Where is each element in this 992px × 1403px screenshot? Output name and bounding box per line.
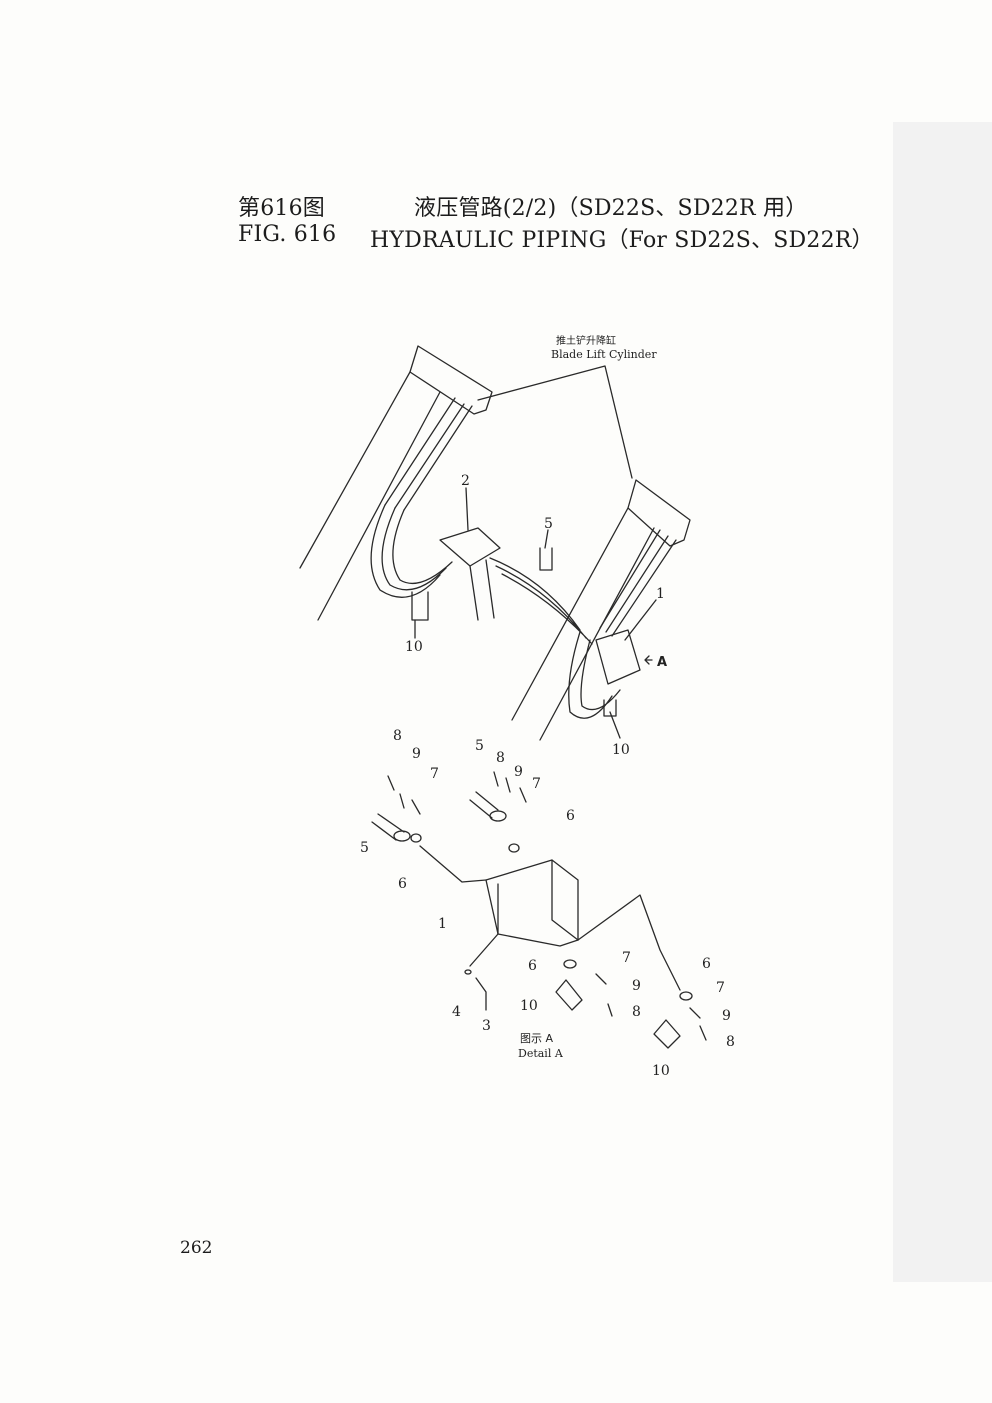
part-label: 7	[716, 980, 725, 996]
left-hose-loop-a	[370, 504, 441, 598]
detail-bolt-3	[475, 977, 487, 1011]
left-cylinder-head	[409, 345, 493, 415]
tee-block-2-pipes-down	[469, 559, 495, 621]
right-hose-loops	[568, 631, 621, 719]
left-cylinder-tube-edge-a	[299, 371, 411, 569]
left-hose-loop-c	[392, 509, 453, 585]
detail-elbow-lower-a	[555, 979, 583, 1011]
detail-valve-edges	[497, 859, 579, 941]
detail-bolts-lower-a	[595, 973, 613, 1017]
right-cylinder-head	[627, 479, 691, 547]
detail-assembly-line-left	[419, 845, 487, 883]
pipe-clamps	[411, 547, 617, 717]
part-label: 9	[632, 978, 641, 994]
part-label: 7	[532, 776, 541, 792]
detail-valve-body	[485, 859, 579, 947]
part-label: 9	[412, 746, 421, 762]
part-label: 7	[430, 766, 439, 782]
view-arrow-a: A	[644, 655, 667, 670]
part-label: 4	[452, 1004, 461, 1020]
part-label: 8	[393, 728, 402, 744]
part-label: 1	[656, 586, 665, 602]
detail-bolts-lower-b	[689, 1007, 707, 1041]
callout-label-en: Blade Lift Cylinder	[551, 348, 657, 361]
part-label: 10	[520, 998, 538, 1014]
detail-flange-left	[393, 830, 411, 842]
detail-bolts-left	[387, 775, 421, 815]
scan-edge-shade	[893, 122, 992, 1282]
detail-flange-pipe-mid	[469, 791, 499, 819]
detail-bolts-mid	[493, 771, 527, 803]
callout-label-cn: 推土铲升降缸	[556, 334, 616, 347]
right-cylinder-hoses	[599, 529, 677, 637]
right-lift-cylinder	[511, 479, 691, 741]
part-label: 7	[622, 950, 631, 966]
part-label: 8	[726, 1034, 735, 1050]
tee-block-2	[439, 527, 501, 567]
cross-pipes	[489, 557, 593, 645]
detail-a-exploded-view	[371, 771, 707, 1049]
detail-caption-cn: 图示 A	[520, 1032, 553, 1045]
detail-oring-mid	[508, 843, 520, 853]
hydraulic-pipe-run	[370, 504, 641, 719]
part-label: 6	[398, 876, 407, 892]
valve-block-1	[595, 629, 641, 685]
left-cylinder-tube-edge-b	[317, 391, 441, 621]
left-hose-loop-b	[381, 507, 447, 591]
detail-oring-left	[410, 833, 422, 843]
part-label: 6	[566, 808, 575, 824]
figure-caption-en: HYDRAULIC PIPING（For SD22S、SD22R）	[370, 228, 874, 253]
detail-oring-lower-a	[563, 959, 577, 969]
page-number: 262	[180, 1238, 213, 1258]
part-label: 9	[514, 764, 523, 780]
part-label: 9	[722, 1008, 731, 1024]
detail-elbow-lower-b	[653, 1019, 681, 1049]
part-label: 10	[612, 742, 630, 758]
callout-leader-lines	[477, 365, 633, 479]
view-marker-label: A	[657, 655, 667, 670]
part-label: 1	[438, 916, 447, 932]
detail-flange-mid	[489, 810, 507, 822]
part-label: 6	[702, 956, 711, 972]
part-label: 10	[652, 1063, 670, 1079]
part-label: 5	[544, 516, 553, 532]
part-label: 10	[405, 639, 423, 655]
figure-caption-cn: 液压管路(2/2)（SD22S、SD22R 用）	[414, 196, 808, 221]
figure-number-en: FIG. 616	[238, 222, 337, 247]
top-leader-lines	[414, 487, 657, 739]
part-label: 8	[496, 750, 505, 766]
part-number-labels: 2 5 10 1 10 8 9 7 5 6 5 8 9 7 6 1 6 7 9 …	[360, 473, 735, 1079]
part-label: 2	[461, 473, 470, 489]
detail-assembly-line-right	[577, 894, 681, 991]
part-label: 5	[475, 738, 484, 754]
left-lift-cylinder	[299, 345, 493, 621]
right-cylinder-tube-edge-b	[539, 527, 655, 741]
detail-oring-lower-b	[679, 991, 693, 1001]
part-label: 6	[528, 958, 537, 974]
detail-assembly-line-bottom	[469, 933, 499, 967]
detail-caption-en: Detail A	[518, 1047, 564, 1060]
left-cylinder-hoses	[384, 397, 473, 511]
part-label: 8	[632, 1004, 641, 1020]
detail-flange-pipe-left	[371, 813, 405, 841]
view-arrow-icon	[644, 655, 653, 665]
part-label: 5	[360, 840, 369, 856]
detail-washer-4	[464, 969, 472, 975]
right-cylinder-tube-edge-a	[511, 507, 629, 721]
part-label: 3	[482, 1018, 491, 1034]
figure-number-cn: 第616图	[238, 196, 325, 221]
callout-blade-lift-cylinder: 推土铲升降缸 Blade Lift Cylinder	[477, 334, 657, 479]
